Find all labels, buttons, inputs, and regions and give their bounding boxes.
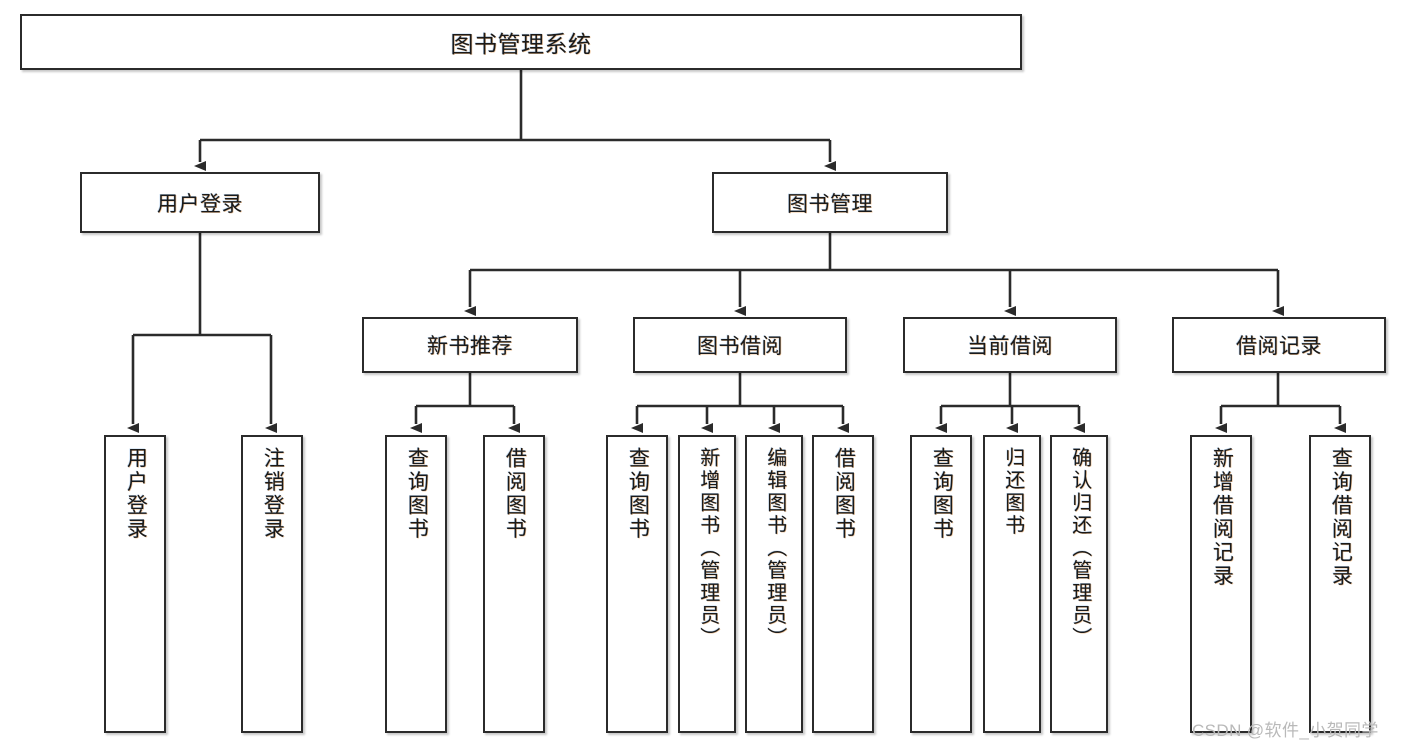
node-leaf-user-login[interactable]: 用户登录 xyxy=(104,435,166,733)
node-leaf-query-book-borrow[interactable]: 查询图书 xyxy=(606,435,668,733)
node-borrow-record[interactable]: 借阅记录 xyxy=(1172,317,1386,373)
node-leaf-borrow-book-recommend-label: 借阅图书 xyxy=(503,447,527,541)
node-leaf-user-logout-label: 注销登录 xyxy=(261,447,285,541)
node-root[interactable]: 图书管理系统 xyxy=(20,14,1022,70)
node-leaf-query-borrow-record[interactable]: 查询借阅记录 xyxy=(1309,435,1371,733)
node-leaf-add-book-admin-label: 新增图书（管理员） xyxy=(696,447,719,650)
node-leaf-borrow-book-label: 借阅图书 xyxy=(832,447,856,541)
node-leaf-query-book-recommend-label: 查询图书 xyxy=(405,447,429,541)
node-borrow-record-label: 借阅记录 xyxy=(1236,335,1322,358)
node-leaf-user-logout[interactable]: 注销登录 xyxy=(241,435,303,733)
node-leaf-query-borrow-record-label: 查询借阅记录 xyxy=(1329,447,1353,588)
node-leaf-add-book-admin[interactable]: 新增图书（管理员） xyxy=(678,435,736,733)
node-current-borrow-label: 当前借阅 xyxy=(967,335,1053,358)
node-book-management-label: 图书管理 xyxy=(787,192,873,216)
node-leaf-edit-book-admin-label: 编辑图书（管理员） xyxy=(763,447,786,650)
csdn-watermark: CSDN @软件_小贺同学 xyxy=(1192,721,1379,740)
node-leaf-borrow-book-recommend[interactable]: 借阅图书 xyxy=(483,435,545,733)
node-leaf-confirm-return-admin[interactable]: 确认归还（管理员） xyxy=(1050,435,1108,733)
node-leaf-edit-book-admin[interactable]: 编辑图书（管理员） xyxy=(745,435,803,733)
node-leaf-user-login-label: 用户登录 xyxy=(124,447,148,541)
node-root-label: 图书管理系统 xyxy=(450,31,592,57)
node-leaf-borrow-book[interactable]: 借阅图书 xyxy=(812,435,874,733)
node-leaf-confirm-return-admin-label: 确认归还（管理员） xyxy=(1068,447,1091,650)
node-leaf-query-book-borrow-label: 查询图书 xyxy=(626,447,650,541)
node-new-book-recommend-label: 新书推荐 xyxy=(427,335,513,358)
node-user-login[interactable]: 用户登录 xyxy=(80,172,320,233)
node-leaf-return-book[interactable]: 归还图书 xyxy=(983,435,1041,733)
node-new-book-recommend[interactable]: 新书推荐 xyxy=(362,317,578,373)
node-leaf-query-book-current[interactable]: 查询图书 xyxy=(910,435,972,733)
node-book-borrow[interactable]: 图书借阅 xyxy=(633,317,847,373)
node-book-borrow-label: 图书借阅 xyxy=(697,335,783,358)
node-leaf-add-borrow-record[interactable]: 新增借阅记录 xyxy=(1190,435,1252,733)
node-book-management[interactable]: 图书管理 xyxy=(712,172,948,233)
node-leaf-add-borrow-record-label: 新增借阅记录 xyxy=(1210,447,1234,588)
node-user-login-label: 用户登录 xyxy=(157,192,243,216)
node-leaf-query-book-current-label: 查询图书 xyxy=(930,447,954,541)
node-leaf-query-book-recommend[interactable]: 查询图书 xyxy=(385,435,447,733)
node-current-borrow[interactable]: 当前借阅 xyxy=(903,317,1117,373)
node-leaf-return-book-label: 归还图书 xyxy=(1001,447,1024,537)
